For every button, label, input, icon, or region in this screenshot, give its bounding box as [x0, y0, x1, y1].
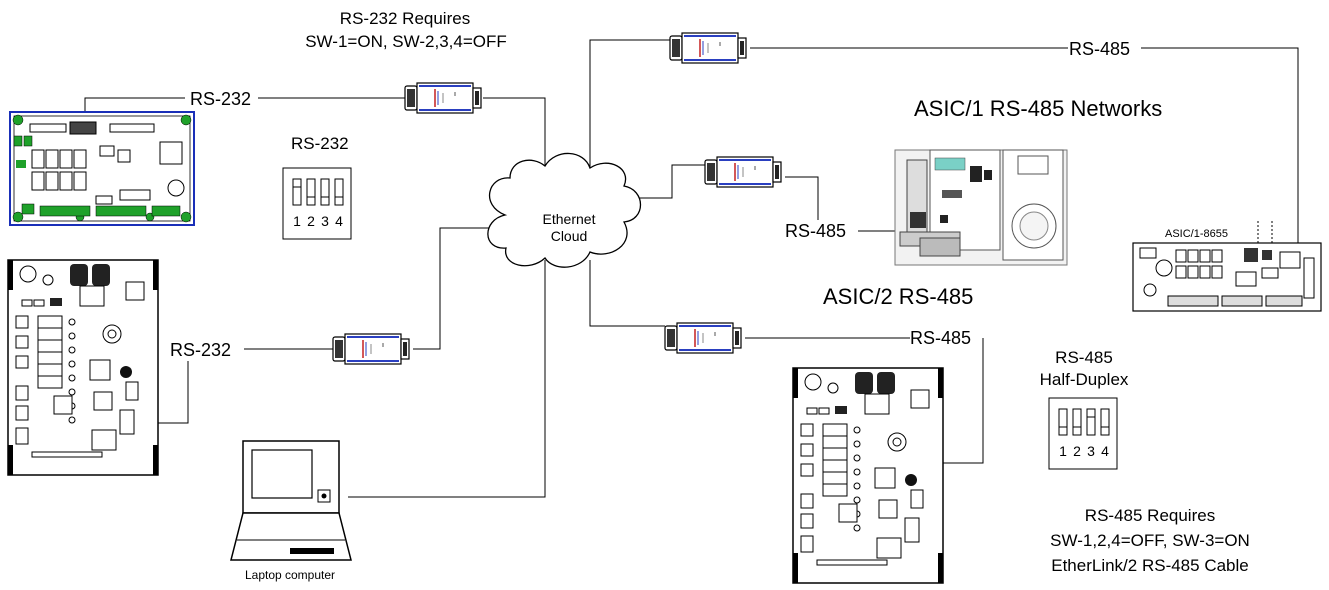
rs232-switch-number: 4 [335, 213, 343, 229]
laptop-label: Laptop computer [244, 568, 336, 582]
left-asic2-controller-board [7, 259, 159, 476]
rs485-top-label: RS-485 [1069, 38, 1131, 60]
rs232-requires-title: RS-232 Requires [339, 9, 471, 28]
rs485-switch-number: 4 [1101, 443, 1109, 459]
rs485-halfduplex-subtitle: Half-Duplex [1039, 370, 1129, 389]
connection-lines [84, 39, 1299, 498]
rs232-dip-switch [282, 167, 352, 240]
rs232-switch-2-lever [306, 196, 316, 206]
rs485-switch-number: 3 [1087, 443, 1095, 459]
rs232-switch-4-lever [334, 196, 344, 206]
ethernet-cloud-line2: Cloud [550, 228, 588, 244]
rs485-switch-1-lever [1058, 426, 1068, 436]
rs232-switch-3-lever [320, 196, 330, 206]
asic1-enclosure [894, 149, 1068, 266]
top-left-controller-board [9, 111, 195, 226]
rs485-dip-switch [1048, 397, 1118, 470]
asic1-8655-board [1132, 242, 1322, 312]
asic1-networks-title: ASIC/1 RS-485 Networks [914, 96, 1163, 121]
rs485-switch-4-lever [1100, 426, 1110, 436]
rs232-top-label: RS-232 [190, 88, 252, 110]
rs485-bottom-label: RS-485 [910, 327, 972, 349]
rs232-left-label: RS-232 [170, 339, 232, 361]
rs485-switch-2-lever [1072, 426, 1082, 436]
rs485-switch-number: 2 [1073, 443, 1081, 459]
asic1-8655-label: ASIC/1-8655 [1165, 228, 1228, 240]
rs232-switch-number: 3 [321, 213, 329, 229]
rs485-halfduplex-title: RS-485 [1055, 348, 1113, 367]
rs232-switch-1-lever [292, 178, 302, 188]
rs232-switch-number: 2 [307, 213, 315, 229]
bottom-asic2-controller-board [792, 367, 944, 584]
asic2-rs485-title: ASIC/2 RS-485 [823, 284, 974, 309]
etherlink-adapter-rs232-left [332, 333, 410, 365]
rs485-requires-title: RS-485 Requires [1084, 506, 1216, 525]
ethernet-cloud-shape [487, 152, 641, 268]
etherlink-adapter-rs485-top [669, 32, 747, 64]
rs485-mid-label: RS-485 [785, 220, 847, 242]
rs485-switch-number: 1 [1059, 443, 1067, 459]
rs232-requires-settings: SW-1=ON, SW-2,3,4=OFF [305, 32, 507, 51]
laptop-computer-icon [230, 440, 352, 561]
ethernet-cloud-label: Ethernet Cloud [526, 211, 612, 245]
etherlink-adapter-rs485-bottom [664, 322, 742, 354]
rs232-switch-number: 1 [293, 213, 301, 229]
rs485-switch-3-lever [1086, 408, 1096, 418]
rs485-requires-cable: EtherLink/2 RS-485 Cable [1051, 556, 1249, 575]
rs232-switch-title: RS-232 [291, 134, 349, 153]
ethernet-cloud-line1: Ethernet [542, 211, 596, 227]
etherlink-adapter-rs485-mid [704, 156, 782, 188]
rs485-requires-settings: SW-1,2,4=OFF, SW-3=ON [1050, 531, 1250, 550]
etherlink-adapter-rs232-top [404, 82, 482, 114]
